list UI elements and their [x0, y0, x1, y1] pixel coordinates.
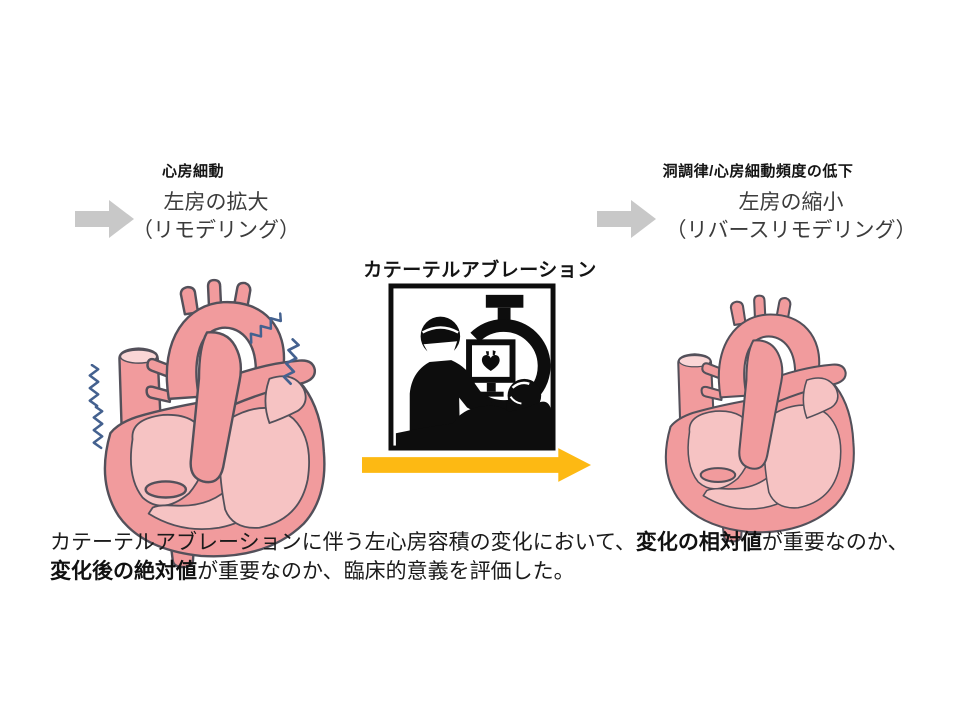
- caption-segment: が重要なのか、: [761, 531, 909, 554]
- right-description-line1: 左房の縮小: [738, 191, 844, 214]
- right-description: 左房の縮小 （リバースリモデリング）: [648, 189, 934, 245]
- left-description-line2: （リモデリング）: [132, 219, 300, 242]
- catheter-ablation-pictogram: [388, 283, 556, 451]
- caption-bold-absolute-value: 変化後の絶対値: [50, 560, 197, 583]
- reduced-heart-illustration: [664, 294, 855, 543]
- left-description-line1: 左房の拡大: [163, 191, 269, 214]
- fibrillation-squiggle-icon: [92, 406, 104, 450]
- gray-arrow-icon: [597, 200, 656, 238]
- procedure-label: カテーテルアブレーション: [363, 260, 597, 281]
- fibrillation-squiggle-icon: [88, 364, 100, 408]
- yellow-arrow-icon: [362, 448, 592, 482]
- caption-segment: が重要なのか、臨床的意義を評価した。: [197, 560, 575, 583]
- gray-arrow-icon: [75, 200, 134, 238]
- right-condition-label: 洞調律/心房細動頻度の低下: [662, 163, 854, 180]
- left-description: 左房の拡大 （リモデリング）: [120, 189, 312, 245]
- right-description-line2: （リバースリモデリング）: [665, 219, 917, 242]
- enlarged-heart-illustration: [103, 278, 326, 569]
- caption-text: カテーテルアブレーションに伴う左心房容積の変化において、変化の相対値が重要なのか…: [50, 528, 916, 586]
- left-condition-label: 心房細動: [161, 163, 224, 180]
- caption-segment: カテーテルアブレーションに伴う左心房容積の変化において、: [50, 531, 636, 554]
- caption-bold-relative-value: 変化の相対値: [635, 531, 762, 554]
